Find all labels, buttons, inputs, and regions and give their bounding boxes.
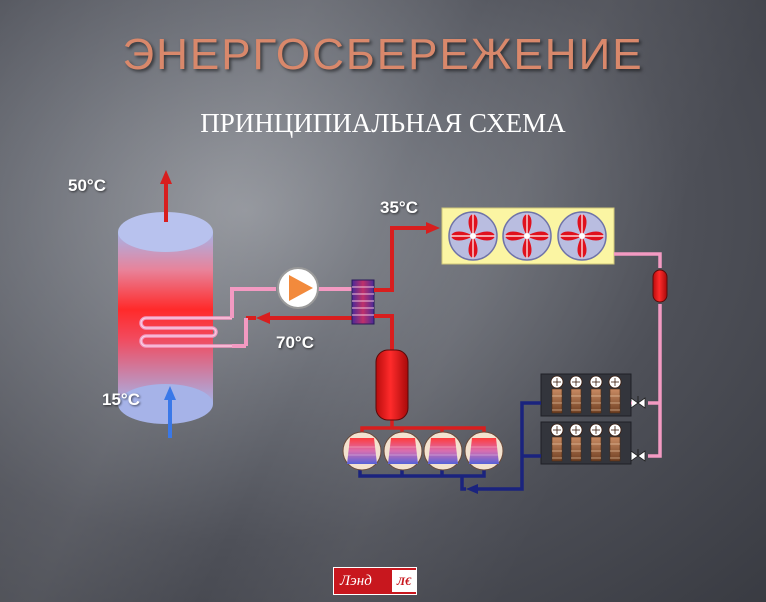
evaporator-icon [608,375,622,414]
hot-water-tank [118,212,213,424]
evaporator-icon [569,375,583,414]
compressor-icon [464,431,504,471]
evaporator-unit-top [540,373,632,417]
heating-coil [139,316,232,348]
temperature-cold-in: 15°C [102,390,140,409]
fan-icon [557,211,607,261]
evaporator-icon [608,423,622,462]
slide-subtitle: ПРИНЦИПИАЛЬНАЯ СХЕМА [200,108,566,138]
compressor-icon [342,431,382,471]
discharge-manifold [360,418,486,432]
compressor-icon [423,431,463,471]
fan-icon [448,211,498,261]
expansion-valve-icon [630,448,646,462]
circulation-pump [277,267,319,309]
temperature-exchanger-return: 70°C [276,333,314,352]
liquid-line [614,252,662,458]
expansion-valve-icon [630,395,646,409]
temperature-hot-out: 50°C [68,176,106,195]
logo-mark-icon: Л€ [391,570,416,592]
logo-text: Лэнд [340,572,372,589]
evaporator-unit-bottom [540,421,632,465]
liquid-receiver [652,269,668,303]
hot-water-outlet-arrow [160,170,172,222]
evaporator-icon [550,375,564,414]
hot-return-pipe [232,312,352,348]
evaporator-icon [550,423,564,462]
evaporator-icon [589,375,603,414]
slide-title: ЭНЕРГОСБЕРЕЖЕНИЕ [122,30,644,79]
evaporator-icon [569,423,583,462]
company-logo: Лэнд Л€ [333,567,417,595]
warm-pipe [230,287,352,318]
refrigerant-hot-line [374,222,440,350]
oil-separator [375,349,409,421]
fan-icon [502,211,552,261]
cold-water-inlet-arrow [164,386,176,438]
evaporator-icon [589,423,603,462]
plate-heat-exchanger [351,279,375,325]
air-condenser [441,207,615,265]
compressor-icon [383,431,423,471]
temperature-after-exchanger: 35°C [380,198,418,217]
